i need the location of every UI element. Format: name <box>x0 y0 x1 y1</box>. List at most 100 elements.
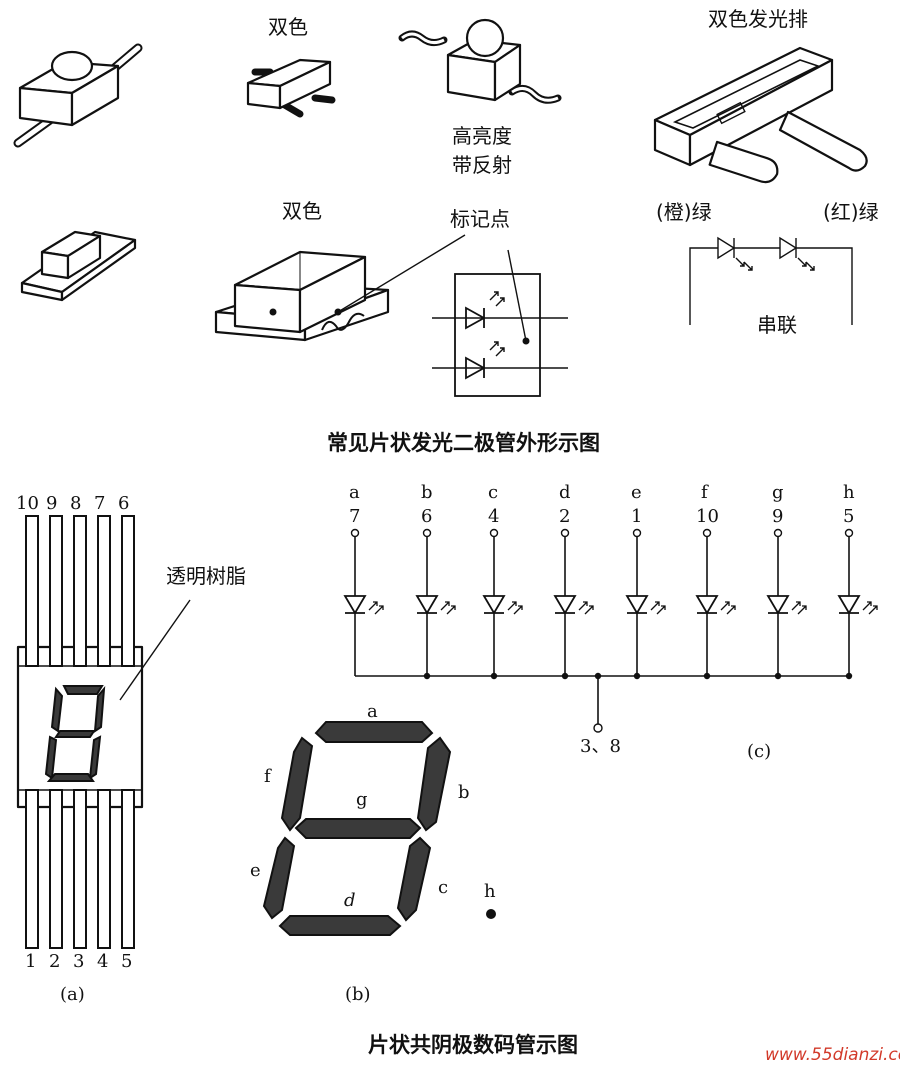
watermark: www.55dianzi.com <box>765 1045 900 1065</box>
segment-name: g <box>772 482 784 503</box>
pin-number: 6 <box>421 506 432 527</box>
label-marker: 标记点 <box>450 207 510 231</box>
segment-name: f <box>701 482 709 503</box>
package-pin-bottom <box>49 789 63 949</box>
segment-e <box>262 836 296 920</box>
led-diode-icon <box>343 595 367 615</box>
seg-label-e: e <box>250 860 261 881</box>
package-pin-bottom <box>121 789 135 949</box>
pin-terminal <box>350 528 360 538</box>
label-bicolor-1: 双色 <box>268 15 308 39</box>
caption-bottom: 片状共阴极数码管示图 <box>368 1033 578 1057</box>
pin-terminal <box>773 528 783 538</box>
segment-h-dot <box>486 909 496 919</box>
seg-label-c: c <box>438 877 448 898</box>
pin-terminal <box>844 528 854 538</box>
seg-label-h: h <box>484 881 496 902</box>
pin-terminal <box>560 528 570 538</box>
seg-label-d: d <box>344 890 356 911</box>
series-diodes-schematic <box>689 236 853 325</box>
junction-dot <box>633 672 641 680</box>
light-arrows-icon <box>862 601 878 615</box>
light-arrows-icon <box>650 601 666 615</box>
label-series: 串联 <box>757 313 797 337</box>
junction-dot <box>845 672 853 680</box>
junction-dot <box>490 672 498 680</box>
pin-number: 5 <box>843 506 854 527</box>
package-pin-bottom <box>73 789 87 949</box>
panel-b-label: (b) <box>345 984 371 1005</box>
pin-label: 10 <box>16 493 39 514</box>
common-pin-label: 3、8 <box>580 736 621 757</box>
common-terminal <box>593 723 603 733</box>
pin-label: 3 <box>73 951 84 972</box>
smd-led-bicolor-box <box>246 58 336 118</box>
bottom-pin-labels: 1 2 3 4 5 <box>25 951 132 972</box>
seg-label-b: b <box>458 782 470 803</box>
seg-label-g: g <box>356 789 368 810</box>
resin-pointer <box>119 599 191 701</box>
smd-led-lens-package <box>13 43 143 148</box>
led-diode-icon <box>553 595 577 615</box>
label-orange-green: (橙)绿 <box>656 200 712 224</box>
segment-name: a <box>349 482 360 503</box>
pin-label: 1 <box>25 951 36 972</box>
panel-b-seven-segment <box>262 721 496 936</box>
led-diode-icon <box>695 595 719 615</box>
segment-g <box>294 818 422 839</box>
junction-dot <box>423 672 431 680</box>
pin-label: 7 <box>94 493 105 514</box>
led-diode-icon <box>482 595 506 615</box>
pin-label: 2 <box>49 951 60 972</box>
pin-label: 5 <box>121 951 132 972</box>
pin-label: 9 <box>46 493 57 514</box>
label-bicolor-2: 双色 <box>282 199 322 223</box>
pin-number: 7 <box>349 506 360 527</box>
pin-label: 8 <box>70 493 81 514</box>
caption-top: 常见片状发光二极管外形示图 <box>327 431 600 455</box>
package-pin-top <box>25 515 39 667</box>
led-diode-icon <box>415 595 439 615</box>
pin-terminal <box>632 528 642 538</box>
top-pin-labels: 10 9 8 7 6 <box>16 493 129 514</box>
segment-f <box>280 736 314 832</box>
segment-d <box>278 915 402 936</box>
panel-a-package <box>16 515 144 949</box>
smd-led-bicolor-marker <box>214 234 466 342</box>
pin-number: 10 <box>696 506 719 527</box>
segment-a <box>314 721 434 743</box>
segment-name: d <box>559 482 571 503</box>
light-arrows-icon <box>507 601 523 615</box>
pin-label: 4 <box>97 951 108 972</box>
package-pin-top <box>97 515 111 667</box>
light-arrows-icon <box>720 601 736 615</box>
label-transparent-resin: 透明树脂 <box>166 564 246 588</box>
seg-label-f: f <box>264 766 272 787</box>
smd-led-flat-package <box>20 230 137 302</box>
pin-number: 4 <box>488 506 499 527</box>
label-red-green: (红)绿 <box>823 200 879 224</box>
package-pin-top <box>121 515 135 667</box>
junction-dot <box>774 672 782 680</box>
pin-number: 1 <box>631 506 642 527</box>
pin-label: 6 <box>118 493 129 514</box>
smd-led-bicolor-bar <box>653 46 868 184</box>
pin-terminal <box>702 528 712 538</box>
led-diode-icon <box>837 595 861 615</box>
segment-name: h <box>843 482 855 503</box>
light-arrows-icon <box>368 601 384 615</box>
label-high-brightness-2: 带反射 <box>452 153 512 177</box>
seg-label-a: a <box>367 701 378 722</box>
panel-a-label: (a) <box>60 984 85 1005</box>
light-arrows-icon <box>578 601 594 615</box>
segment-name: b <box>421 482 433 503</box>
segment-name: c <box>488 482 498 503</box>
segment-b <box>416 736 452 832</box>
package-pin-bottom <box>97 789 111 949</box>
label-high-brightness-1: 高亮度 <box>452 124 512 148</box>
pin-number: 9 <box>772 506 783 527</box>
pin-terminal <box>422 528 432 538</box>
led-diode-icon <box>625 595 649 615</box>
